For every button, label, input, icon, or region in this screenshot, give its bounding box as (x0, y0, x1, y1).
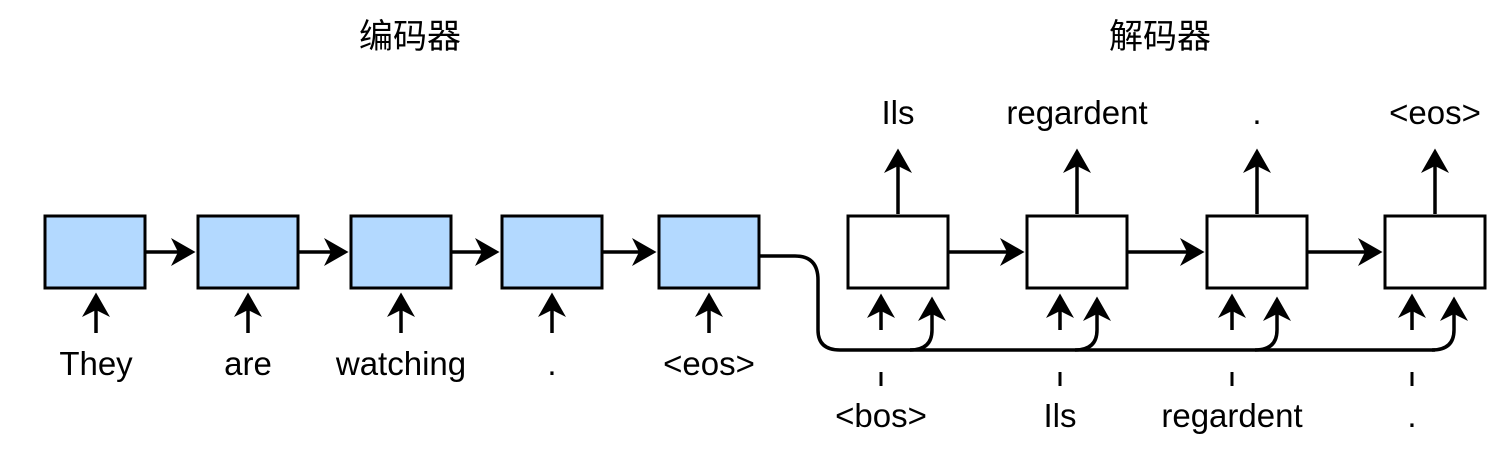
decoder-input-arrows (867, 293, 1426, 386)
decoder-output-token: Ils (882, 94, 915, 131)
decoder-cells (846, 214, 1487, 290)
decoder-cell-4 (1383, 214, 1487, 290)
encoder-cell-3 (349, 214, 453, 290)
encoder-cell-2 (196, 214, 300, 290)
context-connector (760, 254, 1468, 352)
encoder-cell-5 (657, 214, 761, 290)
decoder-input-token: Ils (1044, 397, 1077, 434)
encoder-input-arrows (82, 292, 723, 333)
decoder-input-tokens: <bos> Ils regardent . (835, 397, 1416, 434)
encoder-input-token: . (547, 345, 556, 382)
encoder-cells (43, 214, 761, 290)
decoder-output-token: <eos> (1389, 94, 1481, 131)
encoder-input-token: are (224, 345, 272, 382)
decoder-title: 解码器 (1109, 18, 1211, 56)
decoder-cell-1 (846, 214, 950, 290)
encoder-input-tokens: They are watching . <eos> (59, 345, 755, 382)
encoder-input-token: <eos> (663, 345, 755, 382)
decoder-input-token: <bos> (835, 397, 927, 434)
decoder-cell-3 (1205, 214, 1309, 290)
decoder-output-token: . (1252, 94, 1261, 131)
decoder-output-arrows (884, 148, 1449, 214)
decoder-cell-2 (1025, 214, 1129, 290)
encoder-cell-1 (43, 214, 147, 290)
encoder-cell-4 (500, 214, 604, 290)
encoder-input-token: They (59, 345, 133, 382)
decoder-output-tokens: Ils regardent . <eos> (882, 94, 1481, 131)
decoder-input-token: regardent (1161, 397, 1302, 434)
decoder-input-token: . (1407, 397, 1416, 434)
encoder-input-token: watching (335, 345, 466, 382)
encoder-title: 编码器 (359, 18, 461, 56)
decoder-output-token: regardent (1006, 94, 1147, 131)
